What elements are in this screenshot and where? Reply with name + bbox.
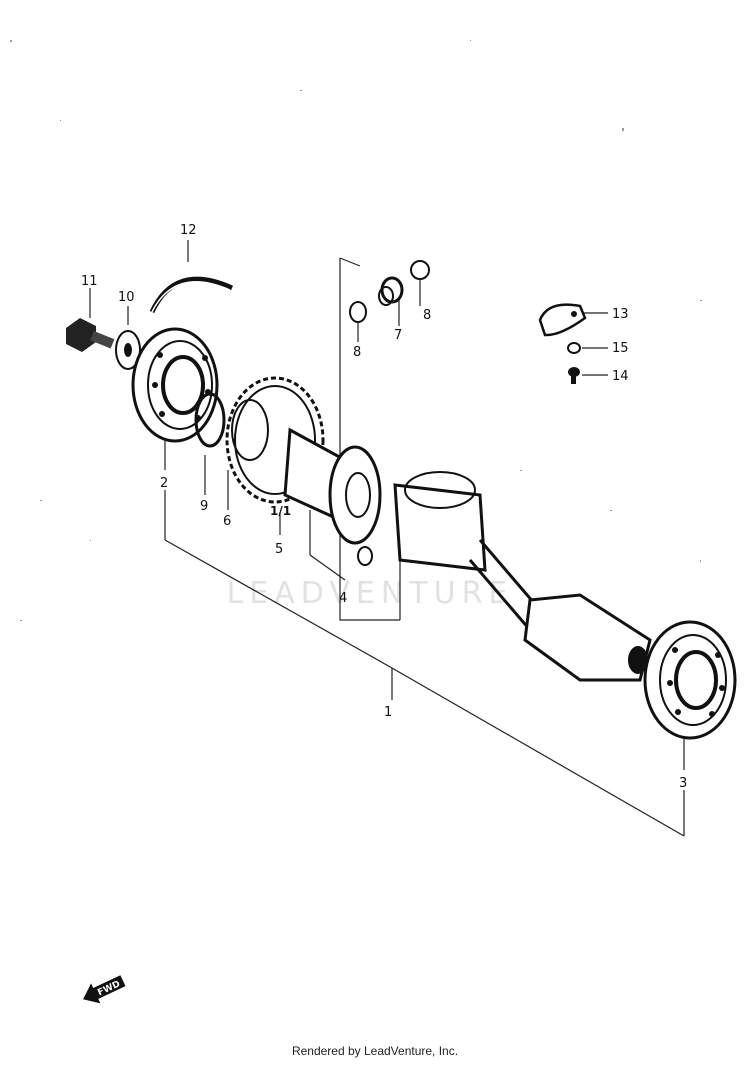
callout-8-left: 8 — [353, 345, 361, 360]
callout-12: 12 — [180, 223, 197, 238]
ring-part-9 — [194, 392, 226, 448]
callout-14: 14 — [612, 369, 629, 384]
screw-part-14 — [568, 367, 580, 384]
callout-4: 4 — [339, 591, 347, 606]
washer-part-10 — [115, 330, 141, 370]
gear-part-5-mark: 1/1 — [270, 504, 291, 518]
callout-1: 1 — [384, 705, 392, 720]
key-part-4 — [357, 546, 373, 566]
watermark-text: LEADVENTURE — [227, 576, 514, 611]
callout-10: 10 — [118, 290, 135, 305]
callout-9: 9 — [200, 499, 208, 514]
bearing-part-2 — [131, 327, 219, 443]
callout-5: 5 — [275, 542, 283, 557]
plug-part-8-right — [410, 260, 430, 280]
callout-3: 3 — [679, 776, 687, 791]
callout-8-right: 8 — [423, 308, 431, 323]
footer-credit: Rendered by LeadVenture, Inc. — [291, 1044, 459, 1058]
callout-11: 11 — [81, 274, 98, 289]
bolt-part-11 — [66, 318, 115, 352]
callout-13: 13 — [612, 307, 629, 322]
bearing-part-3 — [643, 620, 737, 740]
callout-labels: 1 2 3 4 5 6 7 8 8 9 10 11 12 13 14 15 — [81, 223, 687, 791]
fwd-arrow-icon: FWD — [83, 975, 126, 1004]
scan-noise — [10, 40, 702, 621]
callout-6: 6 — [223, 514, 231, 529]
callout-2: 2 — [160, 476, 168, 491]
balancer-shaft-part-1 — [283, 427, 652, 682]
leader-lines — [89, 240, 685, 837]
washer-part-15 — [567, 342, 581, 354]
plate-part-13 — [538, 303, 587, 337]
callout-15: 15 — [612, 341, 629, 356]
plug-part-8-left — [349, 301, 367, 323]
callout-7: 7 — [394, 328, 402, 343]
spring-part-7 — [378, 276, 404, 306]
